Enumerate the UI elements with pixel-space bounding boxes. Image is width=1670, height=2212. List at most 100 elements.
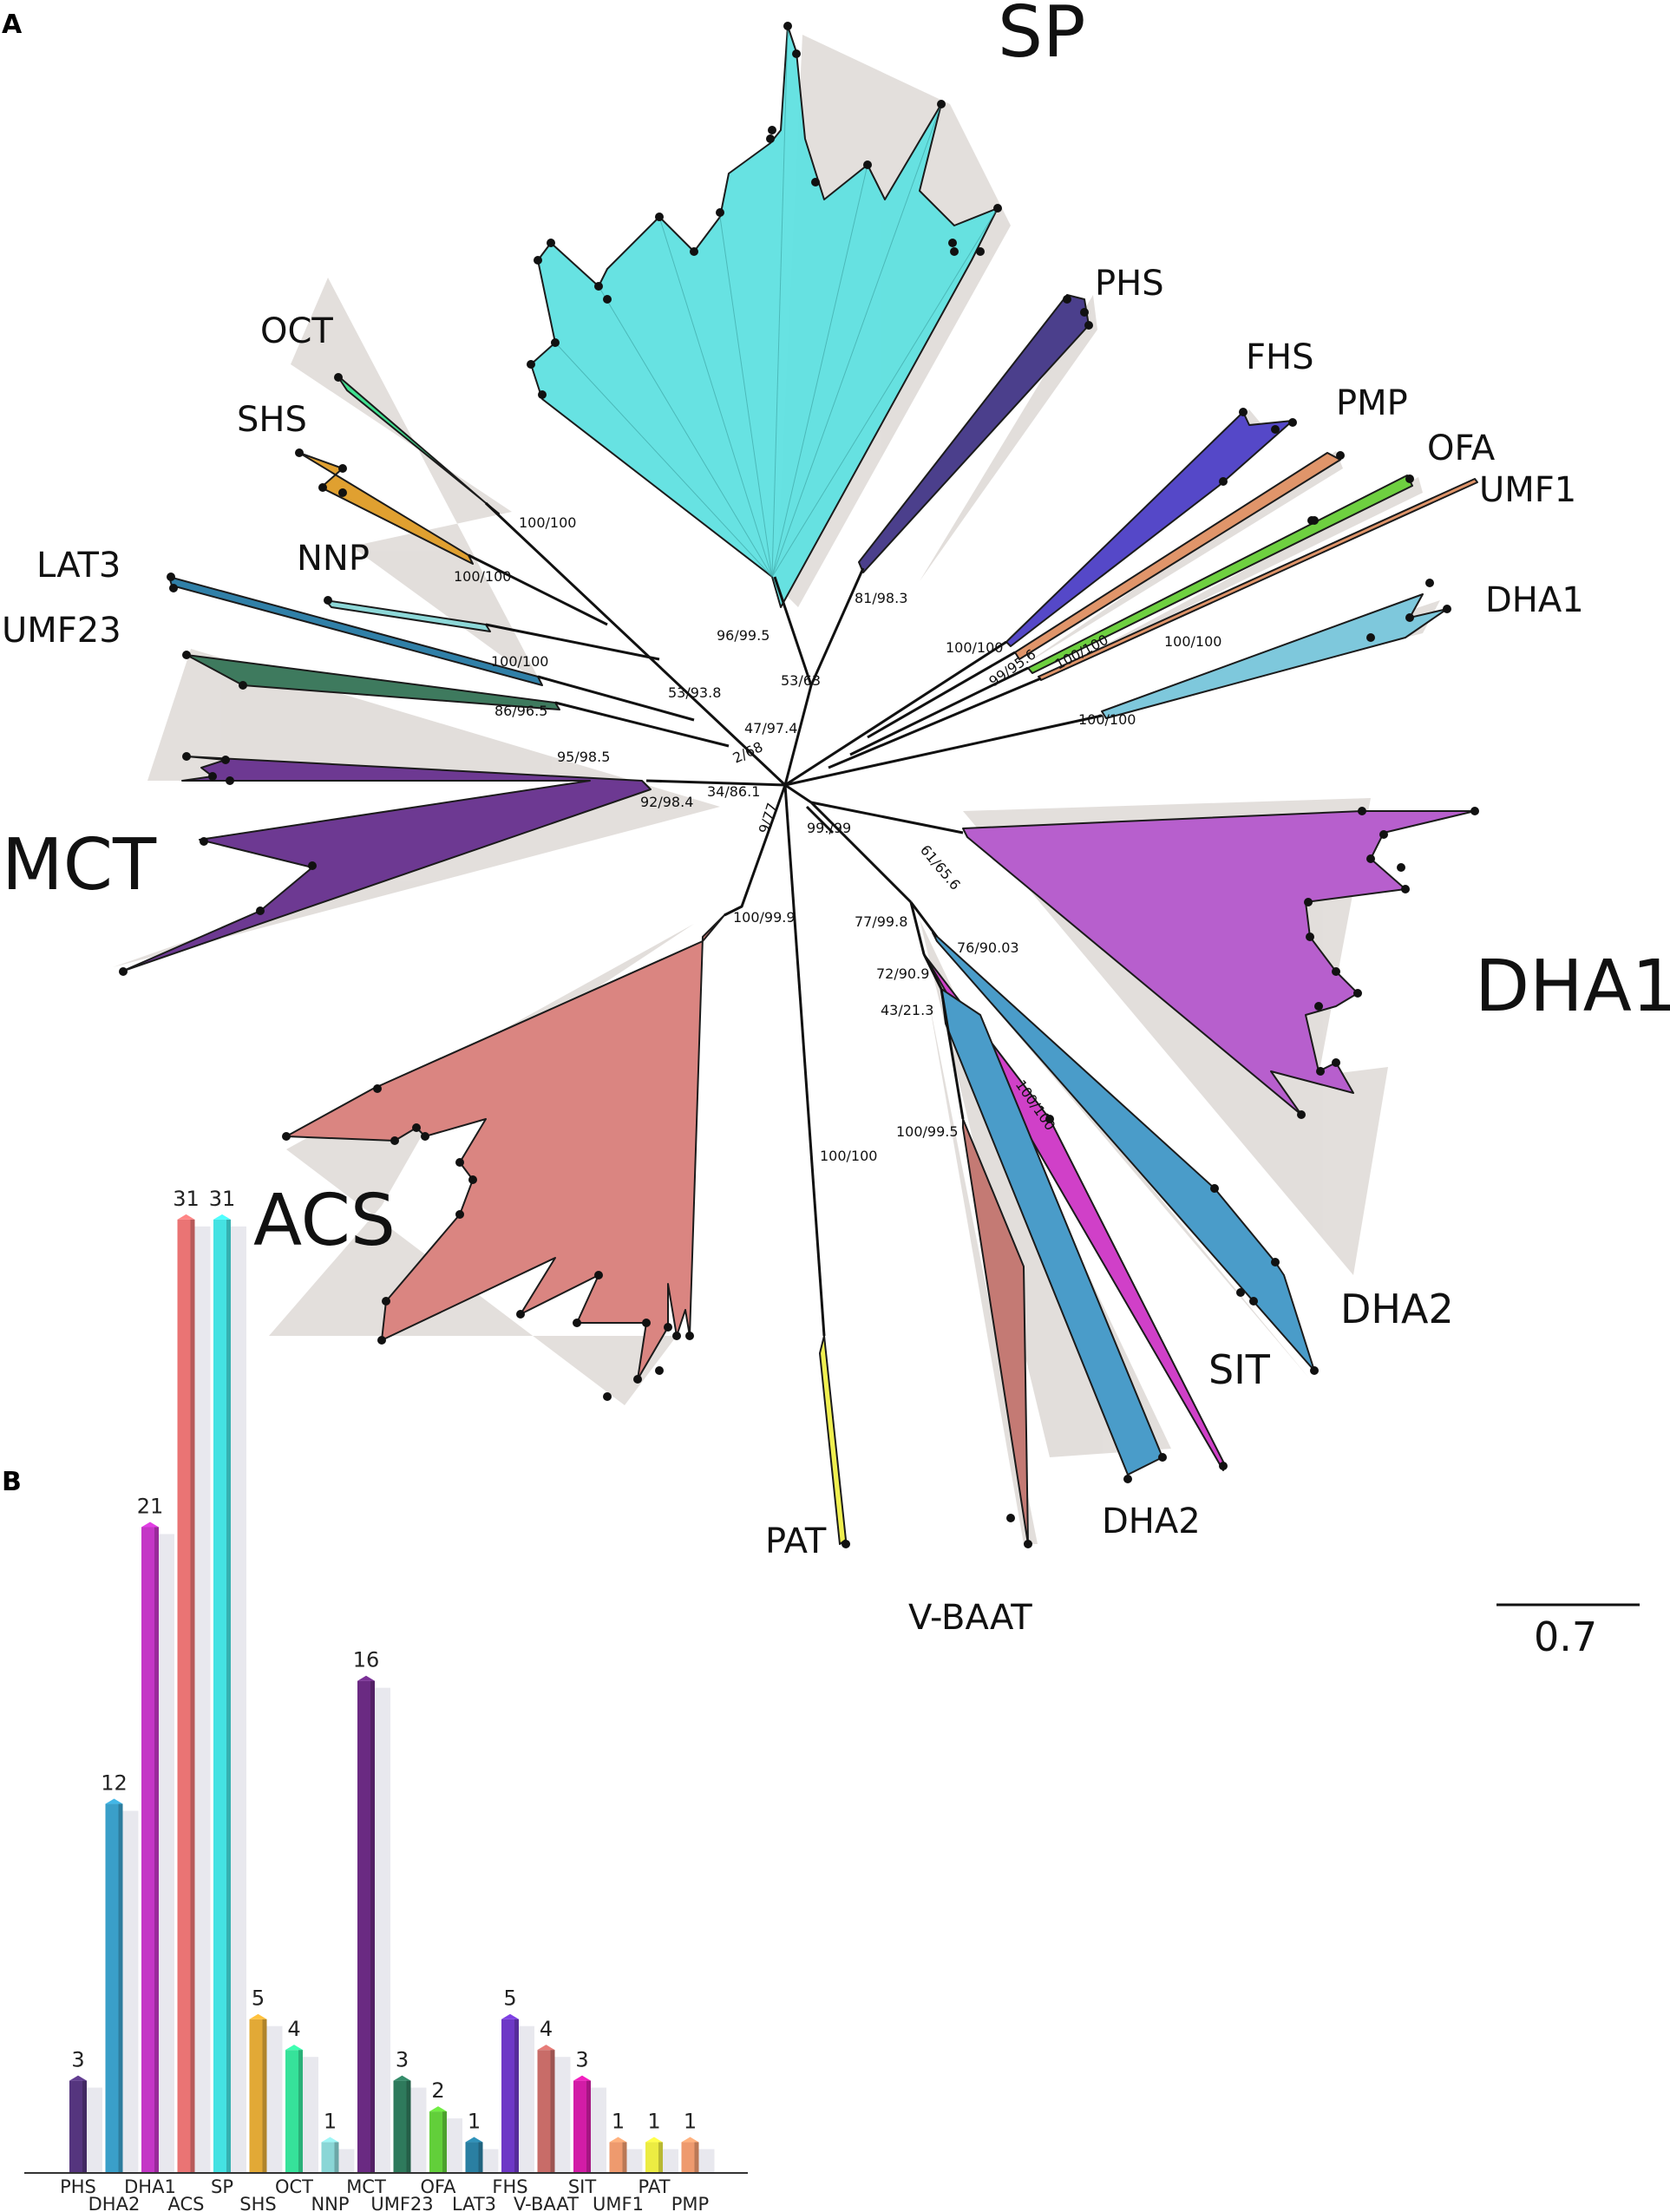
category-label: ACS xyxy=(168,2194,205,2212)
support-value: 100/100 xyxy=(1164,633,1221,650)
clade-label-dha1-small: DHA1 xyxy=(1485,580,1584,620)
support-value: 9/77 xyxy=(756,801,781,835)
bar-edge xyxy=(118,1803,123,2173)
clade-label-ofa: OFA xyxy=(1427,429,1496,468)
clade-label-lat3: LAT3 xyxy=(36,546,121,586)
clade-label-sp: SP xyxy=(998,0,1086,74)
clade-label-fhs: FHS xyxy=(1246,337,1313,377)
bar-edge xyxy=(334,2142,339,2173)
bar-cap xyxy=(537,2045,555,2051)
bar-value-label: 12 xyxy=(101,1771,128,1796)
bar-edge xyxy=(658,2142,663,2173)
clade-label-umf1: UMF1 xyxy=(1479,470,1576,510)
bar-edge xyxy=(190,1219,195,2173)
support-value: 76/90.03 xyxy=(957,939,1019,956)
category-label: V-BAAT xyxy=(514,2194,579,2212)
support-value: 100/99.9 xyxy=(733,909,796,926)
bar-value-label: 21 xyxy=(137,1494,164,1518)
bar-cap xyxy=(429,2106,447,2112)
bar-value-label: 3 xyxy=(575,2048,588,2072)
support-value: 99./99 xyxy=(807,820,851,836)
support-value: 100/100 xyxy=(1078,711,1136,728)
bar-cap xyxy=(465,2137,483,2143)
clade-label-mct: MCT xyxy=(2,824,157,906)
bar-edge xyxy=(694,2142,699,2173)
clade-label-acs: ACS xyxy=(253,1180,396,1262)
category-label: LAT3 xyxy=(452,2194,496,2212)
support-value: 100/99.5 xyxy=(896,1123,959,1140)
support-value: 100/100 xyxy=(519,514,576,531)
category-label: PHS xyxy=(60,2176,96,2197)
clade-mct-fill xyxy=(121,756,652,972)
category-label: MCT xyxy=(346,2176,386,2197)
category-label: FHS xyxy=(492,2176,527,2197)
support-value: 47/97.4 xyxy=(744,720,797,736)
bar-value-label: 16 xyxy=(353,1648,380,1672)
bar-chart: 3PHS12DHA221DHA131ACS31SP5SHS4OCT1NNP16M… xyxy=(24,1187,748,2212)
support-value: 34/86.1 xyxy=(707,783,760,800)
support-value: 53/93.8 xyxy=(668,684,721,701)
bar-value-label: 1 xyxy=(612,2110,625,2134)
bar-edge xyxy=(226,1219,231,2173)
clade-sp-fill xyxy=(530,25,999,608)
bar-edge xyxy=(370,1680,375,2173)
bar-edge xyxy=(262,2019,267,2173)
category-label: PMP xyxy=(671,2194,709,2212)
bar-value-label: 1 xyxy=(468,2110,481,2134)
bar-edge xyxy=(514,2019,519,2173)
support-value: 61/65.6 xyxy=(917,841,964,893)
bar-value-label: 4 xyxy=(540,2017,553,2041)
panel-a-label: A xyxy=(2,10,23,40)
category-label: DHA2 xyxy=(88,2194,141,2212)
category-label: SP xyxy=(211,2176,233,2197)
clade-label-pat: PAT xyxy=(765,1522,827,1561)
bar-cap xyxy=(609,2137,627,2143)
category-label: SIT xyxy=(568,2176,597,2197)
support-value: 95/98.5 xyxy=(557,749,610,765)
bar-edge xyxy=(586,2080,591,2173)
bar-cap xyxy=(645,2137,663,2143)
clade-label-pmp: PMP xyxy=(1336,383,1408,423)
clade-label-dha2-bottom: DHA2 xyxy=(1102,1502,1201,1541)
bar-cap xyxy=(681,2137,699,2143)
scale-bar-label: 0.7 xyxy=(1534,1613,1597,1660)
category-label: DHA1 xyxy=(124,2176,176,2197)
category-label: UMF1 xyxy=(593,2194,644,2212)
clade-label-nnp: NNP xyxy=(297,539,370,579)
category-label: OFA xyxy=(420,2176,456,2197)
panel-b-label: B xyxy=(2,1467,22,1497)
support-value: 96/99.5 xyxy=(717,627,770,644)
support-value: 43/21.3 xyxy=(881,1002,933,1018)
clade-pat-fill xyxy=(819,1335,847,1545)
bar-value-label: 1 xyxy=(684,2110,697,2134)
clade-label-dha2-right: DHA2 xyxy=(1340,1286,1454,1332)
category-label: PAT xyxy=(639,2176,671,2197)
category-label: NNP xyxy=(311,2194,349,2212)
bar-cap xyxy=(285,2045,303,2051)
bar-value-label: 1 xyxy=(647,2110,660,2134)
clade-label-umf23: UMF23 xyxy=(2,611,121,651)
tree-branches xyxy=(468,501,1103,1337)
bar-value-label: 31 xyxy=(173,1187,200,1211)
support-value: 100/100 xyxy=(946,639,1003,656)
bar-edge xyxy=(298,2050,303,2173)
clade-shs-fill xyxy=(298,452,474,565)
bar-edge xyxy=(154,1527,159,2173)
bar-value-label: 1 xyxy=(324,2110,337,2134)
category-label: OCT xyxy=(275,2176,313,2197)
bar-edge xyxy=(406,2080,411,2173)
support-value: 72/90.9 xyxy=(876,965,929,982)
bar-cap xyxy=(105,1798,123,1804)
clade-label-vbaat: V-BAAT xyxy=(908,1598,1032,1638)
leaf-dots xyxy=(119,22,1479,1548)
support-value: 81/98.3 xyxy=(855,590,907,606)
clade-label-dha1-large: DHA1 xyxy=(1475,946,1670,1028)
clade-fills xyxy=(121,25,1478,1545)
bar-cap xyxy=(177,1214,195,1220)
support-value: 100/100 xyxy=(820,1148,877,1164)
bar-edge xyxy=(478,2142,483,2173)
support-value: 100/100 xyxy=(491,653,548,670)
bar-cap xyxy=(69,2075,87,2081)
support-value: 86/96.5 xyxy=(494,703,547,719)
